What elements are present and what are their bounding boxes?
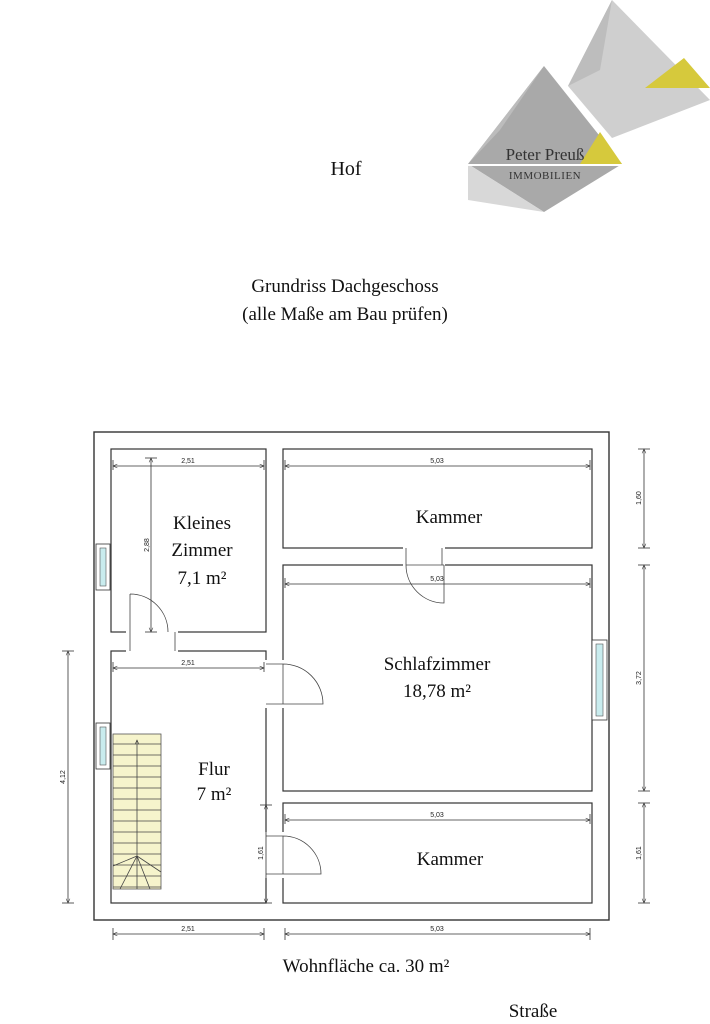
stair-winder: [136, 855, 162, 873]
room-schlafzimmer: [282, 564, 593, 792]
door-schlafzimmer: [282, 663, 324, 705]
flur-name: Flur: [198, 759, 230, 780]
dim-kammer-bottom-height: 1,61: [636, 803, 650, 903]
window-schlafzimmer: [591, 639, 608, 721]
dim-kammer-bottom-height-label: 1,61: [636, 846, 643, 860]
door-kammer-top: [405, 564, 445, 604]
dim-kz-height-label: 2,88: [144, 538, 151, 552]
logo-subtitle: IMMOBILIEN: [509, 170, 581, 182]
dim-kz-width-label: 2,51: [181, 458, 195, 465]
kleines-zimmer-area: 7,1 m²: [178, 568, 227, 589]
dim-bottom-right: 5,03: [285, 926, 590, 940]
door-kammer-bottom: [282, 835, 322, 875]
stair-winder: [112, 855, 138, 867]
dim-bottom-left: 2,51: [113, 926, 264, 940]
dim-kammer-bottom-width-label: 5,03: [430, 812, 444, 819]
window-flur: [95, 722, 111, 770]
logo-accent-top: [645, 58, 710, 88]
dim-kammer-top-height: 1,60: [636, 449, 650, 548]
dim-flur-door-label: 1,61: [258, 846, 265, 860]
dim-bottom-right-label: 5,03: [430, 926, 444, 933]
kammer-top-name: Kammer: [416, 507, 483, 528]
logo-accent-main: [580, 132, 622, 164]
plan-title: Grundriss Dachgeschoss: [251, 276, 438, 297]
kleines-zimmer-name-1: Kleines: [173, 513, 231, 534]
dim-left-total: 4,12: [60, 651, 74, 903]
window-kleines-zimmer: [95, 543, 111, 591]
dim-kz-width: 2,51: [113, 458, 264, 470]
staircase: [112, 733, 162, 890]
plan-subtitle: (alle Maße am Bau prüfen): [242, 304, 448, 325]
stair-winder: [136, 855, 151, 890]
dim-kz-height: 2,88: [144, 458, 157, 632]
dim-kammer-top-height-label: 1,60: [636, 491, 643, 505]
door-opening-kammer-top: [403, 544, 445, 568]
dim-flur-width: 2,51: [113, 660, 264, 672]
logo-name: Peter Preuß: [506, 145, 585, 164]
kleines-zimmer-name-2: Zimmer: [171, 540, 233, 561]
dim-kammer-top-width-label: 5,03: [430, 458, 444, 465]
dim-schlaf-height: 3,72: [636, 565, 650, 791]
dim-left-total-label: 4,12: [60, 770, 67, 784]
room-kleines-zimmer: [110, 448, 267, 633]
logo-diamond-main: [468, 66, 622, 212]
dim-schlaf-height-label: 3,72: [636, 671, 643, 685]
kammer-bottom-name: Kammer: [417, 849, 484, 870]
schlafzimmer-area: 18,78 m²: [403, 681, 471, 702]
total-area: Wohnfläche ca. 30 m²: [283, 956, 450, 977]
flur-area: 7 m²: [197, 784, 232, 805]
door-kleines-zimmer: [129, 593, 169, 633]
dim-flur-door: 1,61: [258, 805, 272, 903]
dim-bottom-left-label: 2,51: [181, 926, 195, 933]
street-label: Straße: [509, 1001, 558, 1022]
stair-winder: [119, 855, 138, 890]
schlafzimmer-name: Schlafzimmer: [384, 654, 491, 675]
dim-schlaf-width-label: 5,03: [430, 576, 444, 583]
dim-kammer-bottom-width: 5,03: [285, 812, 590, 824]
dim-schlaf-width: 5,03: [285, 576, 590, 588]
dim-kammer-top-width: 5,03: [285, 458, 590, 470]
dim-flur-width-label: 2,51: [181, 660, 195, 667]
hof-label: Hof: [330, 158, 361, 180]
company-logo: Peter Preuß IMMOBILIEN: [468, 0, 710, 212]
